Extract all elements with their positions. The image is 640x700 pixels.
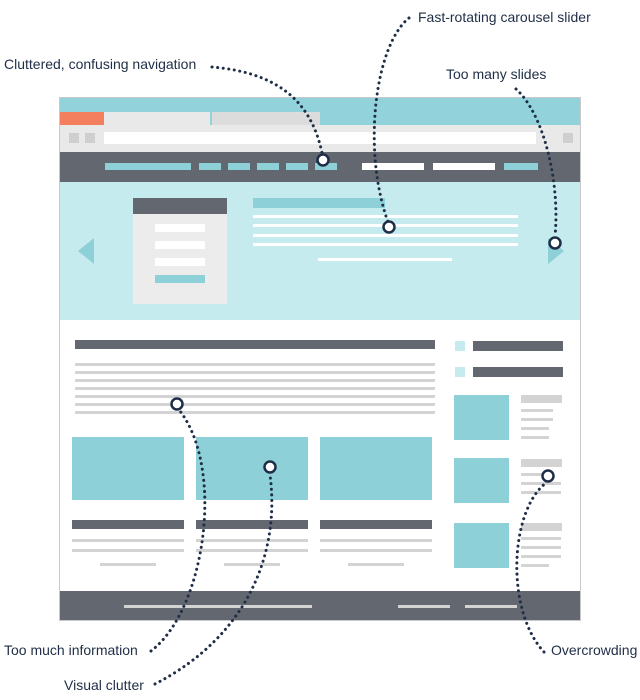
- nav-item[interactable]: [228, 163, 250, 170]
- sidebar-text-line: [521, 459, 562, 467]
- form-field[interactable]: [155, 224, 205, 232]
- sidebar-text-line: [521, 395, 562, 403]
- sidebar-text-line: [521, 482, 561, 485]
- sidebar-text-line: [521, 427, 549, 430]
- callout-marker: [548, 236, 562, 250]
- callout-marker: [263, 460, 277, 474]
- sidebar-heading: [473, 341, 563, 351]
- sidebar-checkbox[interactable]: [455, 367, 465, 377]
- card-link-line[interactable]: [224, 563, 280, 566]
- content-card-title: [72, 520, 184, 529]
- content-card-image: [72, 437, 184, 500]
- paragraph-line: [75, 411, 435, 414]
- leader-too-many-slides: [514, 87, 558, 238]
- address-bar[interactable]: [104, 132, 536, 144]
- paragraph-line: [75, 403, 435, 406]
- card-link-line[interactable]: [100, 563, 156, 566]
- paragraph-line: [75, 371, 435, 374]
- leader-fast-rotating: [372, 16, 411, 224]
- browser-window: [59, 97, 581, 621]
- signup-form-card: [133, 198, 227, 304]
- sidebar-text-line: [521, 523, 562, 531]
- content-card-title: [320, 520, 432, 529]
- form-submit-button[interactable]: [155, 275, 205, 283]
- paragraph-line: [75, 395, 435, 398]
- sidebar-text-line: [521, 546, 561, 549]
- form-card-header: [133, 198, 227, 214]
- sidebar-text-line: [521, 537, 561, 540]
- card-text-line: [196, 539, 308, 542]
- sidebar-text-line: [521, 418, 553, 421]
- callout-overcrowding-label: Overcrowding: [551, 642, 638, 658]
- leader-overcrowding: [515, 481, 548, 654]
- callout-too-much-info-label: Too much information: [4, 642, 138, 658]
- sidebar-text-line: [521, 491, 561, 494]
- sidebar-text-line: [521, 436, 549, 439]
- carousel-prev-arrow-icon[interactable]: [78, 238, 94, 264]
- paragraph-line: [75, 387, 435, 390]
- content-card-image: [196, 437, 308, 500]
- nav-item[interactable]: [315, 163, 337, 170]
- callout-fast-rotating-label: Fast-rotating carousel slider: [418, 9, 591, 25]
- sidebar-heading: [473, 367, 563, 377]
- card-text-line: [72, 549, 184, 552]
- card-text-line: [320, 539, 432, 542]
- callout-marker: [316, 153, 330, 167]
- nav-item[interactable]: [286, 163, 308, 170]
- callout-marker: [382, 220, 396, 234]
- browser-tab[interactable]: [104, 112, 210, 125]
- callout-marker: [170, 397, 184, 411]
- nav-item[interactable]: [362, 163, 424, 170]
- callout-cluttered-nav-label: Cluttered, confusing navigation: [4, 56, 197, 72]
- nav-item[interactable]: [504, 163, 538, 170]
- nav-item[interactable]: [257, 163, 279, 170]
- back-button-icon[interactable]: [69, 133, 79, 143]
- callout-too-many-slides-label: Too many slides: [446, 66, 547, 82]
- sidebar-text-line: [521, 473, 553, 476]
- form-field[interactable]: [155, 241, 205, 249]
- sidebar-thumbnail: [454, 458, 509, 503]
- leader-visual-clutter: [153, 473, 274, 686]
- hero-text-line: [318, 258, 452, 261]
- footer-link[interactable]: [124, 605, 312, 608]
- sidebar-thumbnail: [454, 395, 509, 440]
- browser-tab-active[interactable]: [60, 112, 104, 125]
- card-text-line: [72, 539, 184, 542]
- footer-link[interactable]: [465, 605, 517, 608]
- card-link-line[interactable]: [348, 563, 404, 566]
- card-text-line: [196, 549, 308, 552]
- footer-link[interactable]: [398, 605, 450, 608]
- paragraph-line: [75, 363, 435, 366]
- nav-item[interactable]: [433, 163, 495, 170]
- content-card-title: [196, 520, 308, 529]
- content-card-image: [320, 437, 432, 500]
- main-heading: [75, 340, 435, 349]
- nav-item[interactable]: [199, 163, 221, 170]
- nav-item[interactable]: [105, 163, 191, 170]
- sidebar-text-line: [521, 564, 549, 567]
- callout-marker: [541, 469, 555, 483]
- sidebar-text-line: [521, 555, 561, 558]
- sidebar-checkbox[interactable]: [455, 341, 465, 351]
- hero-heading: [253, 198, 385, 208]
- paragraph-line: [75, 379, 435, 382]
- forward-button-icon[interactable]: [85, 133, 95, 143]
- callout-visual-clutter-label: Visual clutter: [64, 677, 144, 693]
- card-text-line: [320, 549, 432, 552]
- leader-too-much-info: [149, 409, 207, 653]
- form-field[interactable]: [155, 258, 205, 266]
- sidebar-text-line: [521, 409, 553, 412]
- hero-text-line: [253, 234, 518, 237]
- menu-button-icon[interactable]: [563, 133, 573, 143]
- browser-tab[interactable]: [212, 112, 320, 125]
- leader-cluttered-nav: [210, 65, 324, 155]
- hero-text-line: [253, 243, 518, 246]
- sidebar-thumbnail: [454, 523, 509, 568]
